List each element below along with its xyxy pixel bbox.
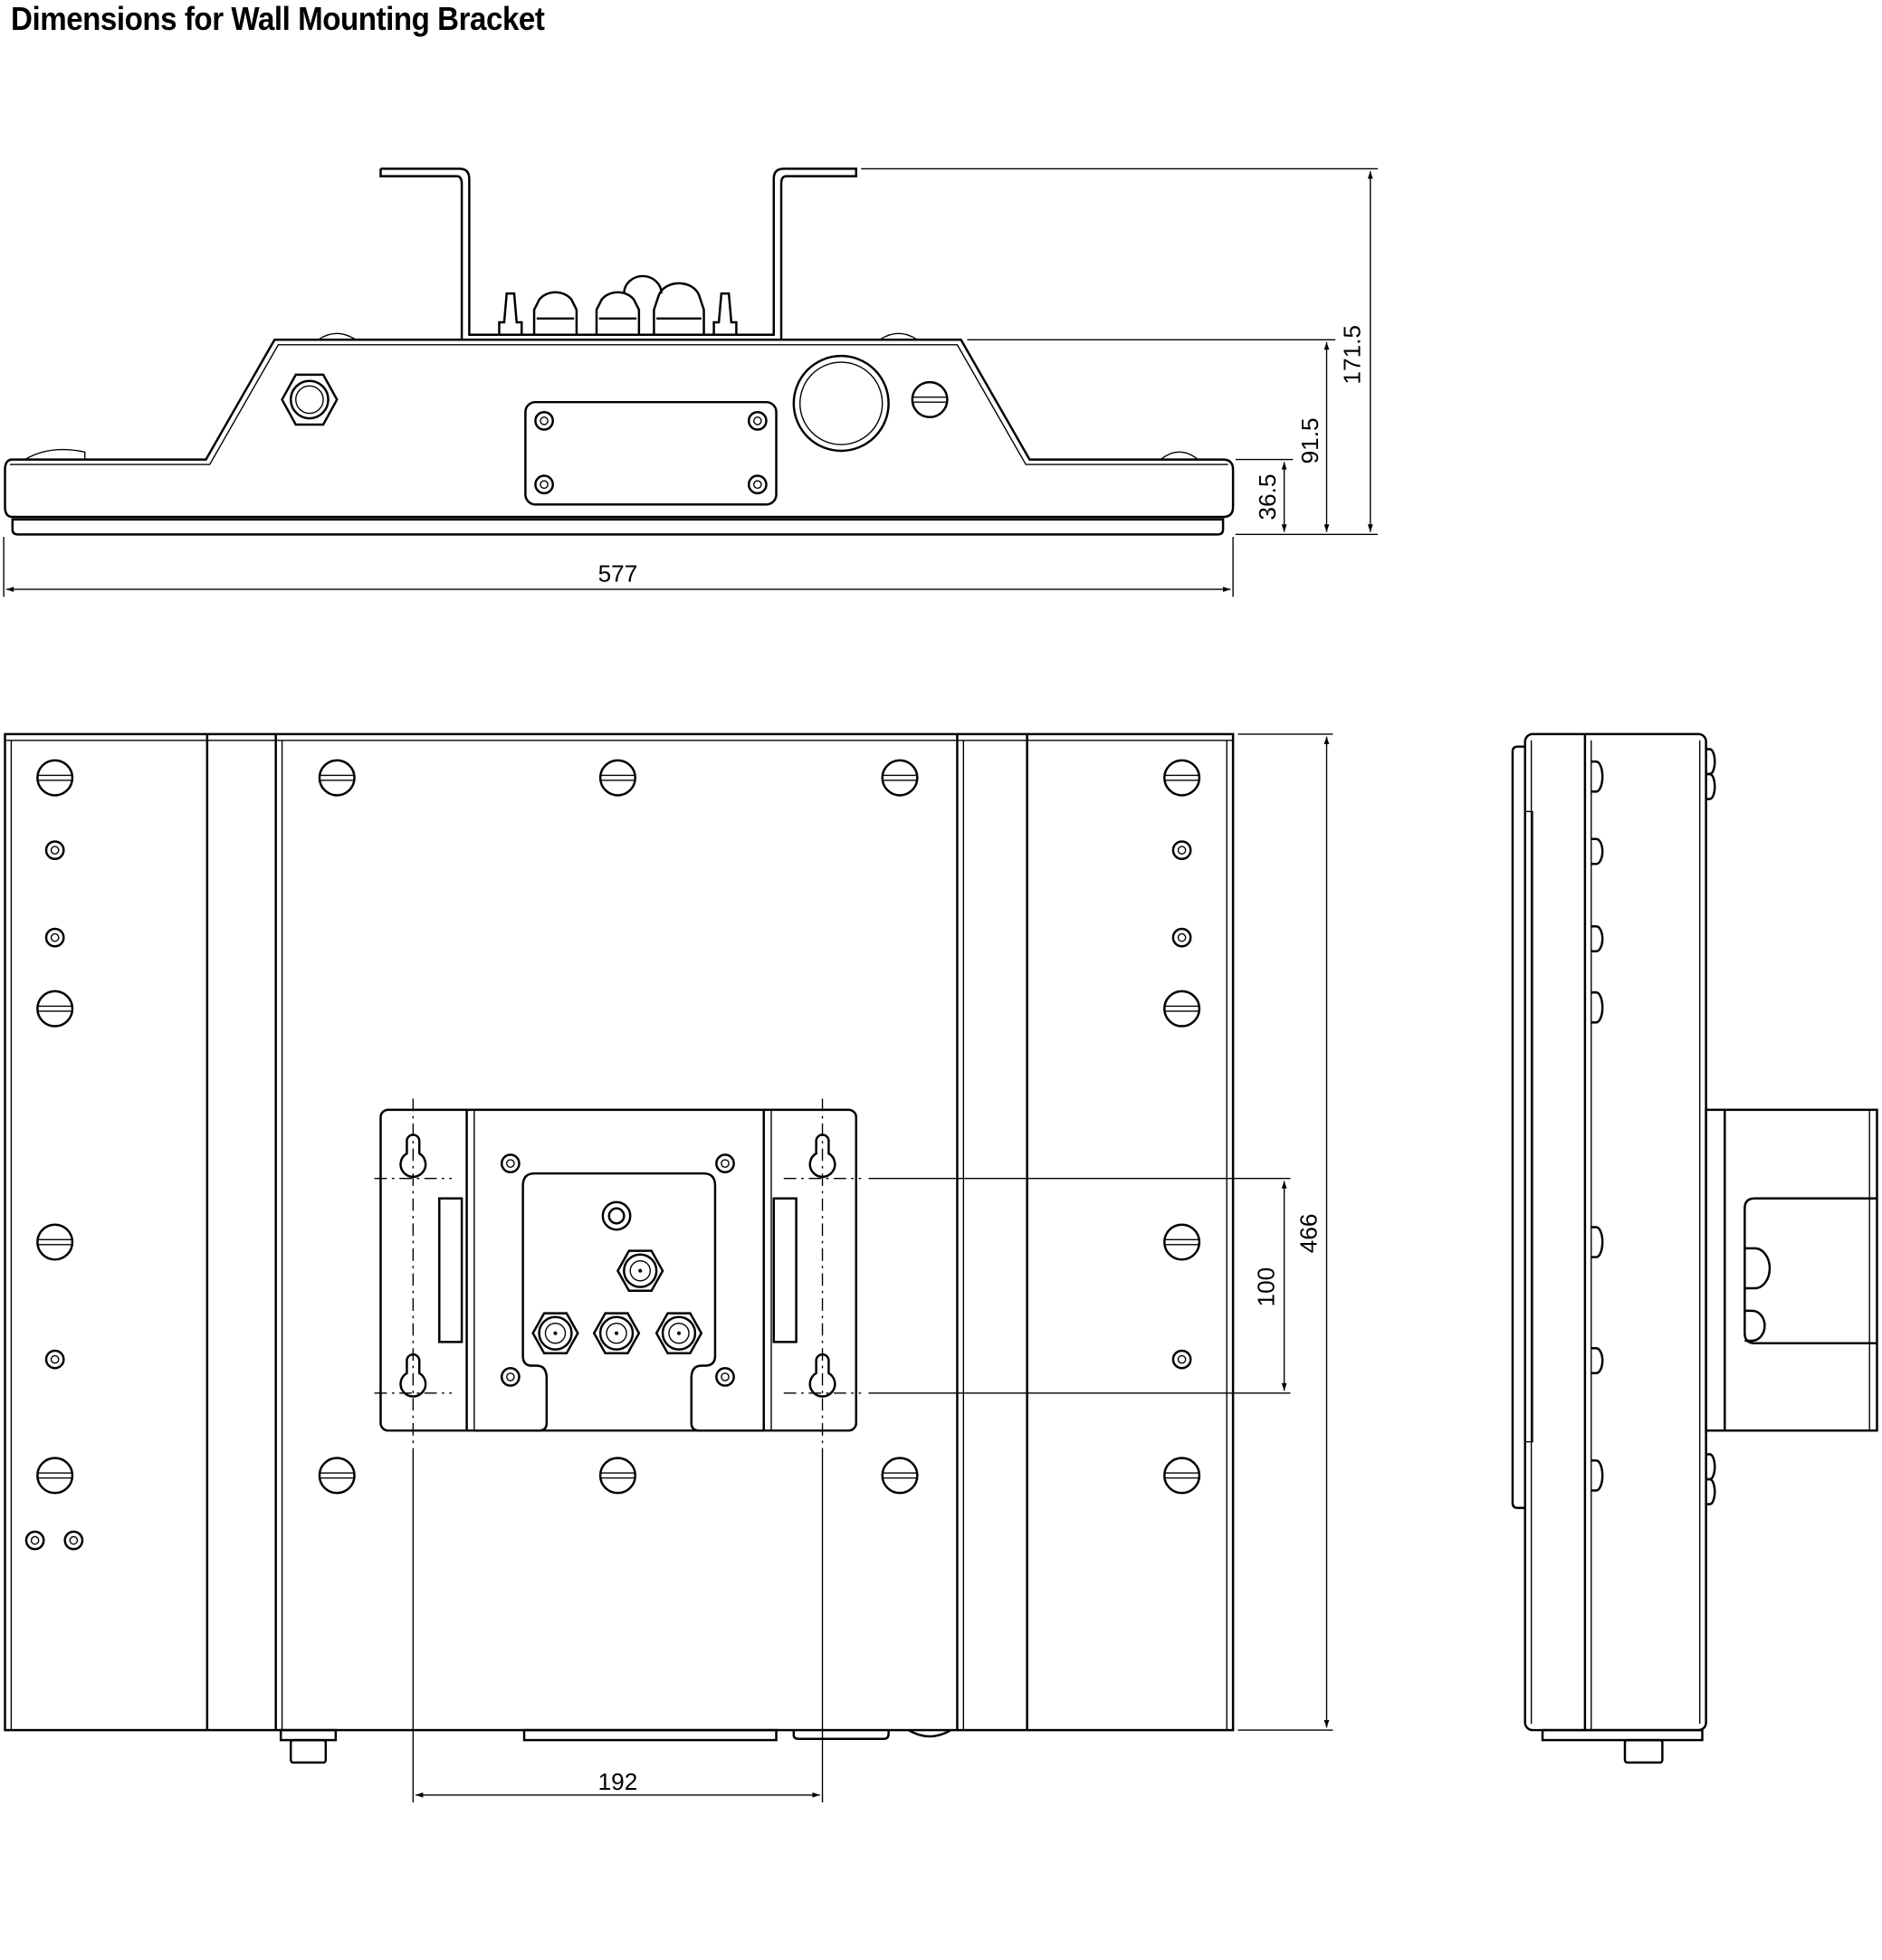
front-view: 466 100 192 [4,732,1333,1803]
dim-body-height: 91.5 [1296,417,1323,464]
cable-port [792,354,890,453]
dim-hole-horizontal-spacing: 192 [598,1768,638,1795]
dim-front-height: 466 [1294,1214,1322,1254]
housing-outline [4,339,1235,519]
dim-base-height: 36.5 [1254,473,1281,520]
mounting-bracket-plate [374,1098,862,1448]
cover-plate [524,400,778,506]
side-bottom-parts [1541,1728,1704,1764]
small-screws [24,840,1192,1551]
hex-nut [281,373,339,426]
bottom-parts [279,1728,952,1764]
front-dimension-lines [412,733,1333,1803]
dim-hole-vertical-spacing: 100 [1253,1267,1280,1307]
bracket-outline [379,167,857,340]
side-view [1511,732,1878,1764]
dim-top-width: 577 [598,560,638,588]
dimension-lines [3,167,1379,598]
drawing-title: Dimensions for Wall Mounting Bracket [11,0,545,37]
slotted-screws [36,759,1201,1495]
cable-glands [498,274,738,335]
base-plate [11,518,1225,536]
side-bracket [1705,1108,1878,1432]
top-view: 171.5 91.5 36.5 577 [3,167,1379,598]
dim-total-height: 171.5 [1339,325,1366,385]
